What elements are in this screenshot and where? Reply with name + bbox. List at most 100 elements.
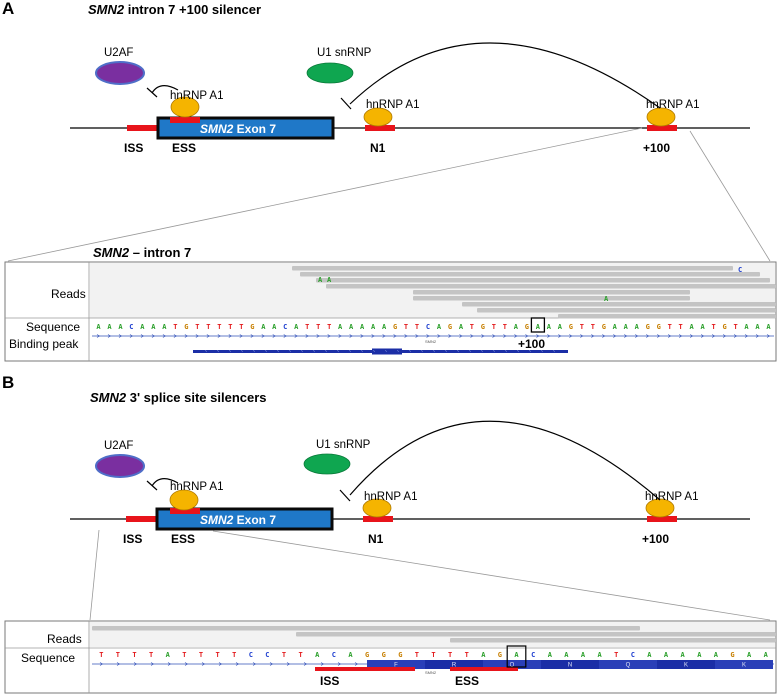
panel-a-sequence-base: T bbox=[217, 323, 221, 331]
panel-a-highlight-box bbox=[530, 317, 546, 333]
panel-a-gene-track-arrow bbox=[580, 334, 584, 338]
panel-b-letter: B bbox=[2, 373, 14, 392]
panel-a-binding-peak-ticks bbox=[204, 350, 556, 352]
panel-b-n1-label: N1 bbox=[368, 532, 384, 546]
panel-a-sequence-base: T bbox=[239, 323, 243, 331]
panel-b-gene-track-arrow bbox=[235, 662, 240, 666]
panel-b-gene-track-arrows bbox=[99, 662, 359, 666]
panel-b-codon-block bbox=[367, 660, 425, 669]
panel-b-sequence-base: T bbox=[232, 651, 236, 659]
panel-a-gene-track-arrow bbox=[272, 334, 276, 338]
panel-a-sequence-base: A bbox=[689, 323, 694, 331]
panel-a-browser-title-gene: SMN2 bbox=[93, 245, 130, 260]
panel-a-sequence-base: A bbox=[371, 323, 376, 331]
panel-a-title: SMN2 intron 7 +100 silencer bbox=[88, 2, 261, 17]
panel-a-read-mismatch: A bbox=[318, 276, 323, 284]
panel-a-gene-track-arrow bbox=[536, 334, 540, 338]
panel-a-gene-track-arrow bbox=[722, 334, 727, 338]
panel-a-hnrnp-n1 bbox=[363, 107, 393, 127]
panel-b-p100-bar bbox=[647, 516, 677, 522]
panel-a-gene-track-arrow bbox=[415, 334, 419, 338]
panel-b-inhibit-u2af bbox=[151, 478, 179, 487]
panel-b-sequence-base: A bbox=[647, 651, 652, 659]
panel-a-exon-label: SMN2 Exon 7 bbox=[200, 122, 276, 136]
panel-b-gene-track-arrow bbox=[99, 662, 104, 666]
panel-b-sequence-base: A bbox=[747, 651, 752, 659]
panel-b-amino-acid: K bbox=[742, 663, 746, 669]
panel-a-sequence-base: A bbox=[766, 323, 771, 331]
panel-b-amino-acid: Q bbox=[510, 663, 515, 669]
panel-a-gene-track-arrow bbox=[316, 334, 320, 338]
panel-b-title-rest: 3' splice site silencers bbox=[126, 390, 266, 405]
panel-a-sequence-base: G bbox=[481, 323, 485, 331]
panel-b-codon-block bbox=[541, 660, 599, 669]
panel-b-n1-bar bbox=[363, 516, 393, 522]
panel-a: A SMN2 intron 7 +100 silencer SMN2 Exon … bbox=[2, 0, 777, 362]
panel-b-amino-acid: K bbox=[684, 663, 688, 669]
panel-a-hnrnp-100-label: hnRNP A1 bbox=[646, 99, 700, 111]
panel-b-hnrnp-100 bbox=[645, 498, 675, 518]
panel-b-sequence-base: G bbox=[730, 651, 734, 659]
panel-a-gene-track-arrow bbox=[525, 334, 529, 338]
panel-a-gene-track-arrow bbox=[129, 334, 134, 338]
panel-a-read-mismatch: A bbox=[327, 276, 332, 284]
panel-a-p100-bar bbox=[647, 125, 677, 131]
panel-a-read bbox=[292, 266, 733, 271]
panel-a-sequence-base: T bbox=[470, 323, 474, 331]
panel-a-gene-track-arrow bbox=[503, 334, 507, 338]
panel-a-gene-track-arrow bbox=[151, 334, 155, 338]
panel-a-sequence-base: A bbox=[118, 323, 123, 331]
panel-a-u1 bbox=[306, 62, 354, 84]
panel-b-p100-label: +100 bbox=[642, 532, 669, 546]
panel-a-gene-track-arrow bbox=[646, 334, 650, 338]
panel-b-sequence-base: A bbox=[514, 651, 519, 659]
panel-b-sequence-base: A bbox=[664, 651, 669, 659]
panel-a-gene-track-arrow bbox=[96, 334, 101, 338]
panel-b-silencer-iss-label: ISS bbox=[320, 674, 339, 688]
panel-a-sequence-base: G bbox=[393, 323, 397, 331]
panel-a-gene-track-arrow bbox=[459, 334, 463, 338]
panel-b-gene-track-arrow bbox=[116, 662, 121, 666]
panel-a-sequence-base: A bbox=[437, 323, 442, 331]
panel-b-inhibit-u2af-bar bbox=[146, 480, 158, 491]
panel-a-sequence-base: C bbox=[283, 323, 287, 331]
panel-b-exon-gene: SMN2 bbox=[200, 513, 234, 527]
panel-b-hnrnp-n1 bbox=[362, 498, 392, 518]
panel-a-peak-tick bbox=[384, 350, 388, 352]
panel-b-exon-box bbox=[155, 507, 334, 531]
panel-b-sequence-base: T bbox=[149, 651, 153, 659]
panel-a-gene-track-arrow bbox=[338, 334, 342, 338]
panel-a-peak-tick bbox=[360, 350, 364, 352]
panel-b-amino-acid: N bbox=[568, 663, 572, 669]
panel-a-sequence-base: A bbox=[162, 323, 167, 331]
panel-a-read bbox=[326, 284, 776, 289]
panel-a-sequence-base: T bbox=[678, 323, 682, 331]
panel-a-gene-track-arrow bbox=[635, 334, 639, 338]
panel-a-sequence-base: G bbox=[569, 323, 573, 331]
panel-a-gene-track-arrow bbox=[700, 334, 705, 338]
panel-a-gene-track-arrow bbox=[239, 334, 243, 338]
panel-a-sequence-base: A bbox=[294, 323, 299, 331]
panel-a-sequence-base: T bbox=[580, 323, 584, 331]
panel-b-sequence-base: G bbox=[382, 651, 386, 659]
panel-a-sequence-base: G bbox=[657, 323, 661, 331]
panel-a-sequence-base: T bbox=[305, 323, 309, 331]
panel-b-sequence-base: C bbox=[332, 651, 336, 659]
panel-a-sequence-base: A bbox=[558, 323, 563, 331]
panel-a-sequence-base: T bbox=[173, 323, 177, 331]
panel-a-track-sequence: Sequence bbox=[26, 320, 80, 334]
panel-a-n1-label: N1 bbox=[370, 141, 386, 155]
panel-a-gene-small-label: SMN2 bbox=[425, 339, 437, 344]
panel-a-sequence-base: G bbox=[602, 323, 606, 331]
panel-b-read bbox=[450, 638, 776, 643]
panel-a-sequence-base: T bbox=[404, 323, 408, 331]
panel-a-sequence-base: A bbox=[261, 323, 266, 331]
panel-a-sequence-base: A bbox=[107, 323, 112, 331]
panel-a-track-peak: Binding peak bbox=[9, 337, 79, 351]
panel-b-silencer-ess-label: ESS bbox=[455, 674, 479, 688]
panel-a-peak-tick bbox=[528, 350, 532, 352]
panel-a-gene-track-arrow bbox=[613, 334, 617, 338]
panel-b-sequence-base: A bbox=[481, 651, 486, 659]
panel-a-inhibit-u2af-bar bbox=[146, 87, 158, 98]
panel-b-sequence-base: T bbox=[614, 651, 618, 659]
